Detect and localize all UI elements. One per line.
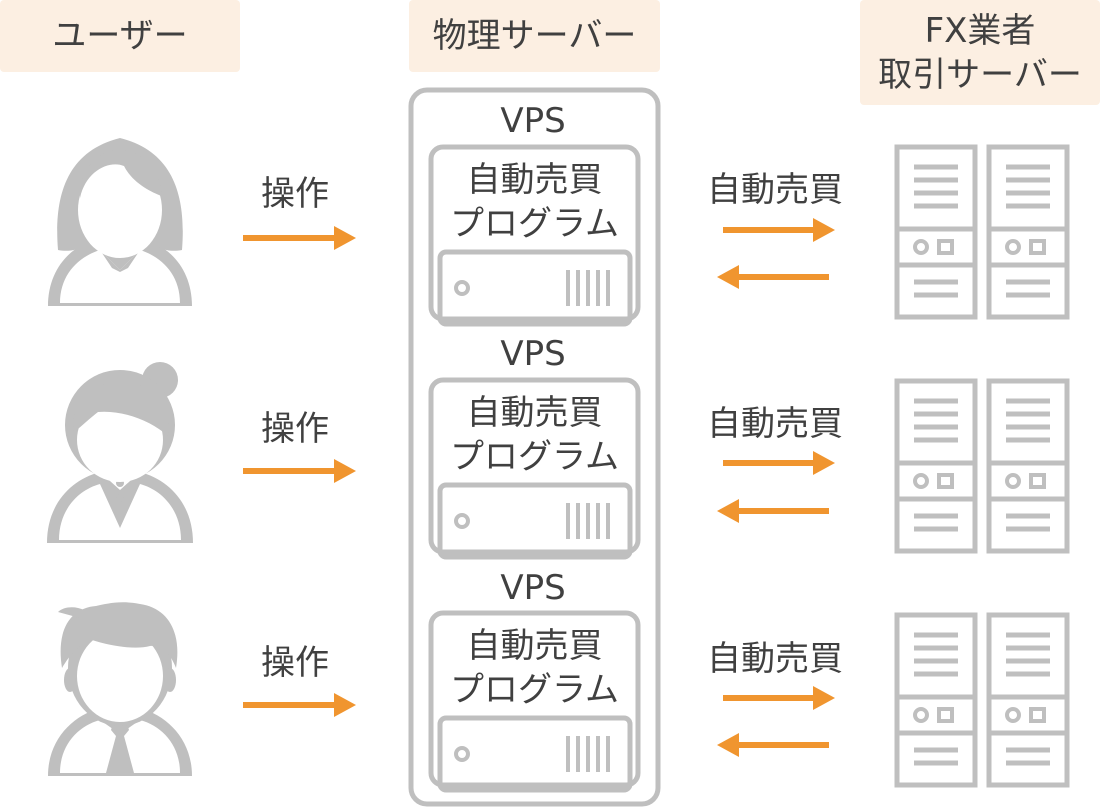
server-rack-icon bbox=[897, 147, 1067, 317]
vps-label-3: VPS bbox=[500, 568, 566, 608]
operation-arrow-3 bbox=[243, 693, 356, 717]
physical-server-header: 物理サーバー bbox=[409, 0, 660, 72]
vps-box-1 bbox=[428, 144, 641, 322]
trade-arrows-2 bbox=[717, 451, 835, 523]
program-label-line-1: 自動売買 bbox=[466, 393, 603, 433]
server-machine-icon bbox=[440, 485, 630, 557]
vps-box-3 bbox=[428, 610, 641, 788]
physical-server-frame bbox=[408, 87, 661, 807]
server-machine-icon bbox=[440, 252, 630, 324]
vps-label-1: VPS bbox=[500, 101, 566, 141]
program-label-line-1: 自動売買 bbox=[466, 626, 603, 666]
program-label-2: 自動売買 プログラム bbox=[431, 391, 638, 479]
users-header-label: ユーザー bbox=[52, 16, 188, 56]
trade-label-2: 自動売買 bbox=[707, 404, 843, 444]
trade-arrows-1 bbox=[717, 218, 835, 289]
trade-label-1: 自動売買 bbox=[707, 170, 843, 210]
trade-arrows-3 bbox=[717, 686, 835, 757]
program-label-3: 自動売買 プログラム bbox=[431, 624, 638, 712]
vps-box-2 bbox=[428, 377, 641, 555]
trade-label-3: 自動売買 bbox=[707, 639, 843, 679]
woman-long-hair-icon bbox=[48, 138, 192, 306]
program-label-line-2: プログラム bbox=[450, 670, 619, 710]
fx-server-header: FX業者 取引サーバー bbox=[860, 0, 1100, 105]
woman-bun-hair-icon bbox=[47, 362, 193, 543]
program-label-line-1: 自動売買 bbox=[466, 160, 603, 200]
fx-server-header-line-2: 取引サーバー bbox=[878, 54, 1082, 95]
users-header: ユーザー bbox=[0, 0, 240, 72]
operation-arrow-1 bbox=[243, 226, 356, 250]
operation-arrow-2 bbox=[243, 459, 356, 483]
operation-label-2: 操作 bbox=[261, 409, 329, 449]
fx-server-header-line-1: FX業者 bbox=[924, 10, 1036, 51]
operation-label-3: 操作 bbox=[261, 643, 329, 683]
operation-label-1: 操作 bbox=[261, 174, 329, 214]
physical-server-header-label: 物理サーバー bbox=[432, 16, 637, 56]
server-rack-icon bbox=[897, 381, 1067, 551]
vps-label-2: VPS bbox=[500, 334, 566, 374]
program-label-line-2: プログラム bbox=[450, 204, 619, 244]
server-rack-icon bbox=[897, 615, 1067, 785]
program-label-1: 自動売買 プログラム bbox=[431, 158, 638, 246]
server-machine-icon bbox=[440, 718, 630, 790]
man-with-tie-icon bbox=[48, 602, 192, 776]
program-label-line-2: プログラム bbox=[450, 437, 619, 477]
